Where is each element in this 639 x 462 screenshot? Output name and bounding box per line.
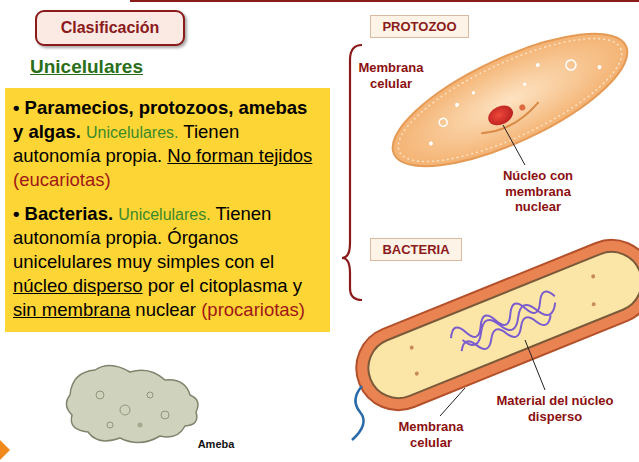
text-panel: • Paramecios, protozoos, amebas y algas.… — [5, 88, 330, 332]
part-label: Membrana celular — [358, 60, 424, 91]
text-run: Unicelulares. — [86, 124, 178, 141]
leader-line — [503, 125, 525, 165]
text-run: nuclear — [135, 299, 196, 320]
text-run: (procariotas) — [201, 299, 305, 320]
text-run: Unicelulares. — [118, 206, 210, 223]
figure-tag: PROTOZOO — [370, 15, 469, 38]
figure-caption: Ameba — [186, 438, 246, 451]
box-label: PROTOZOO — [382, 19, 456, 34]
ameba-figure — [66, 365, 198, 442]
text-run: • Bacterias. — [13, 203, 113, 224]
box-label: Clasificación — [61, 19, 160, 37]
part-label: Membrana celular — [395, 419, 467, 450]
figure-tag: BACTERIA — [370, 238, 462, 261]
text-run: No forman tejidos — [167, 145, 312, 166]
part-label: Núcleo con membrana nuclear — [498, 168, 578, 215]
top-rule — [130, 0, 639, 2]
bullet-paragraph: • Bacterias. Unicelulares. Tienen autono… — [13, 202, 322, 322]
box-label: BACTERIA — [382, 242, 449, 257]
text-run: núcleo disperso — [13, 275, 143, 296]
bullet-paragraph: • Paramecios, protozoos, amebas y algas.… — [13, 96, 322, 192]
leader-line — [440, 388, 465, 416]
section-heading: Unicelulares — [30, 56, 143, 78]
curly-bracket — [342, 45, 362, 300]
text-run: por el citoplasma y — [148, 275, 302, 296]
text-run: sin membrana — [13, 299, 130, 320]
play-marker — [0, 440, 10, 460]
flagellum — [352, 386, 364, 440]
leader-line — [525, 340, 545, 390]
text-run: (eucariotas) — [13, 169, 111, 190]
part-label: Material del núcleo disperso — [490, 393, 620, 424]
heading-box: Clasificación — [35, 10, 185, 46]
